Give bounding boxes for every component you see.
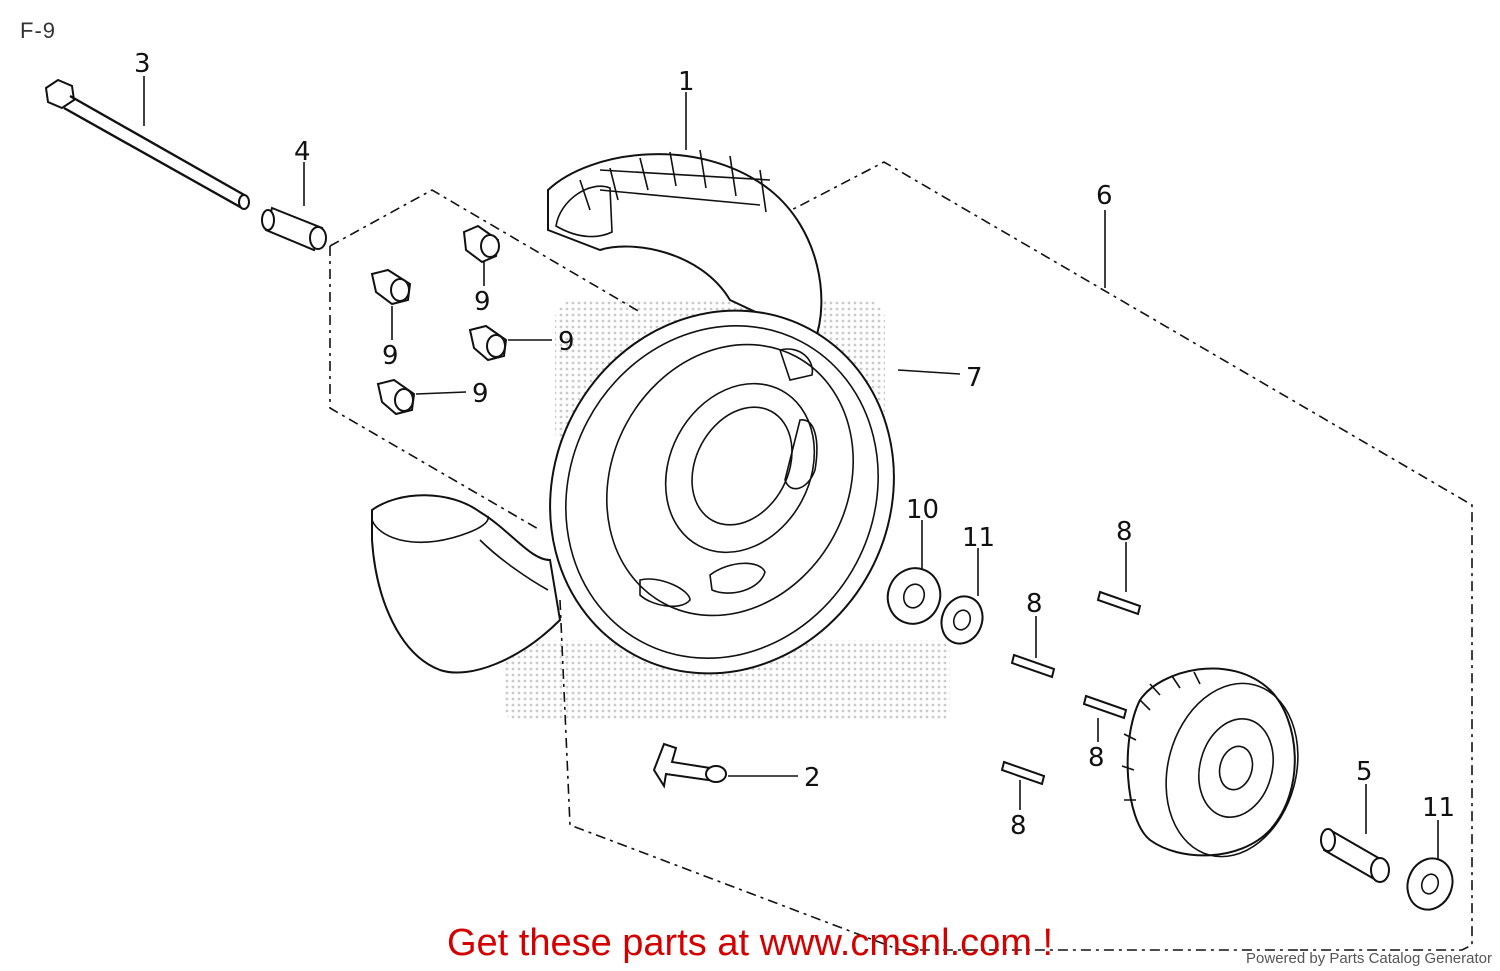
wheel-rim-part <box>549 309 895 675</box>
callout-3: 3 <box>134 49 151 79</box>
callout-6: 6 <box>1096 181 1113 211</box>
page-title: F-9 <box>20 18 56 43</box>
callout-2: 2 <box>804 763 821 793</box>
assembly-outline-hub <box>329 189 641 531</box>
pin-part-4 <box>1000 760 1046 786</box>
nut-part-3 <box>468 324 508 362</box>
tire-part <box>547 149 823 342</box>
inner-tube-part <box>371 494 562 674</box>
callout-5: 5 <box>1356 757 1373 787</box>
assembly-outline-wheel <box>559 161 1473 951</box>
nut-part-4 <box>376 378 416 416</box>
pin-part-3 <box>1082 694 1128 720</box>
callout-1: 1 <box>678 67 695 97</box>
axle-bolt-part <box>44 78 250 210</box>
callout-4: 4 <box>294 137 311 167</box>
callout-9a: 9 <box>474 287 491 317</box>
callout-10: 10 <box>906 495 939 525</box>
callout-8d: 8 <box>1010 811 1027 841</box>
spacer-part <box>261 206 327 252</box>
valve-part <box>652 742 727 789</box>
collar-part <box>1320 828 1390 883</box>
callout-9b: 9 <box>382 341 399 371</box>
bearing-part-11a <box>940 595 984 645</box>
callout-9c: 9 <box>558 327 575 357</box>
nut-part-1 <box>462 224 500 264</box>
callout-8c: 8 <box>1088 743 1105 773</box>
leader-lines <box>143 76 1439 860</box>
pin-part-1 <box>1096 590 1142 616</box>
callout-8a: 8 <box>1116 517 1133 547</box>
pin-part-2 <box>1010 653 1056 679</box>
promo-link[interactable]: Get these parts at www.cmsnl.com ! <box>446 922 1054 964</box>
callout-11a: 11 <box>962 523 995 553</box>
callout-11b: 11 <box>1422 793 1455 823</box>
nut-part-2 <box>370 268 412 306</box>
callout-9d: 9 <box>472 379 489 409</box>
hub-part <box>1121 667 1299 858</box>
callout-7: 7 <box>966 363 983 393</box>
callout-8b: 8 <box>1026 589 1043 619</box>
bearing-part-10 <box>886 567 942 625</box>
generator-credit: Powered by Parts Catalog Generator <box>1246 950 1492 967</box>
bearing-part-11b <box>1406 857 1454 911</box>
